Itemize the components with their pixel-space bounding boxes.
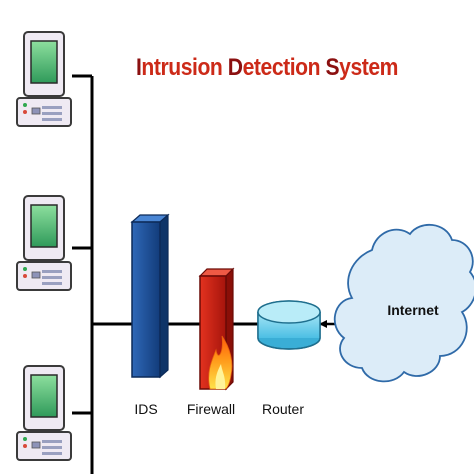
router-icon (257, 300, 321, 350)
ids-label: IDS (134, 401, 158, 417)
internet-label: Internet (387, 302, 439, 318)
router-label: Router (261, 401, 305, 417)
title-capital-d: D (227, 54, 243, 81)
title-capital-i: I (136, 54, 142, 81)
title-word-2: etection (242, 54, 326, 81)
ids-icon (130, 213, 170, 379)
diagram-title: Intrusion Detection System (136, 54, 398, 82)
firewall-icon (198, 267, 235, 391)
computer-icon-2 (16, 195, 72, 291)
title-word-3: ystem (339, 54, 399, 81)
internet-cloud-icon (333, 224, 474, 383)
title-word-1: ntrusion (141, 54, 228, 81)
firewall-label: Firewall (186, 401, 236, 417)
computer-icon-3 (16, 365, 72, 461)
computer-icon-1 (16, 31, 72, 127)
title-capital-s: S (325, 54, 340, 81)
